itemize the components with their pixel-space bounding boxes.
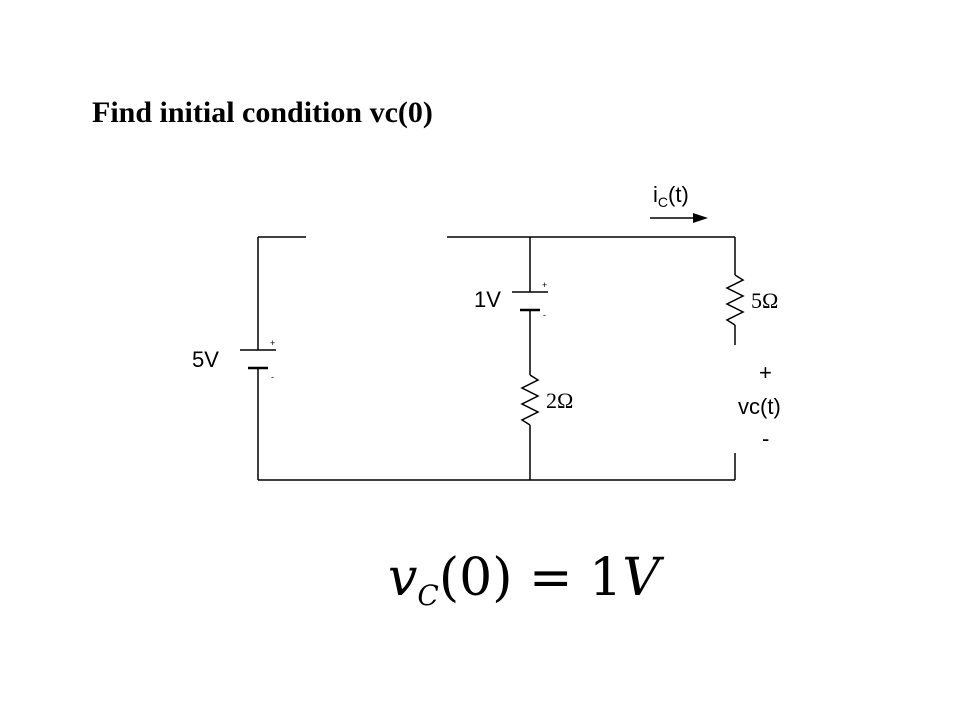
battery-1v-label: 1V <box>474 287 501 312</box>
resistor-5ohm-label: 5Ω <box>751 288 778 313</box>
vc-plus: + <box>759 360 772 385</box>
battery-5v-plus: + <box>270 338 275 348</box>
battery-5v <box>240 349 276 370</box>
battery-5v-minus: - <box>271 372 274 382</box>
result-v: v <box>388 548 418 608</box>
current-arrow <box>650 213 708 223</box>
vc-minus: - <box>762 426 769 451</box>
result-unit: V <box>622 548 660 608</box>
battery-5v-label: 5V <box>192 347 219 372</box>
battery-1v-minus: - <box>543 310 546 320</box>
current-label: iC(t) <box>653 182 689 210</box>
result-equation: vC(0) = 1V <box>388 552 660 610</box>
resistor-2ohm <box>520 374 540 426</box>
vc-label: vc(t) <box>738 394 781 419</box>
result-rest: (0) = 1 <box>438 548 623 608</box>
resistor-2ohm-label: 2Ω <box>546 388 573 413</box>
battery-1v <box>512 291 548 312</box>
slide-title: Find initial condition vc(0) <box>92 96 433 129</box>
resistor-5ohm <box>725 274 745 326</box>
battery-1v-plus: + <box>542 280 547 290</box>
result-subscript: C <box>417 579 439 612</box>
